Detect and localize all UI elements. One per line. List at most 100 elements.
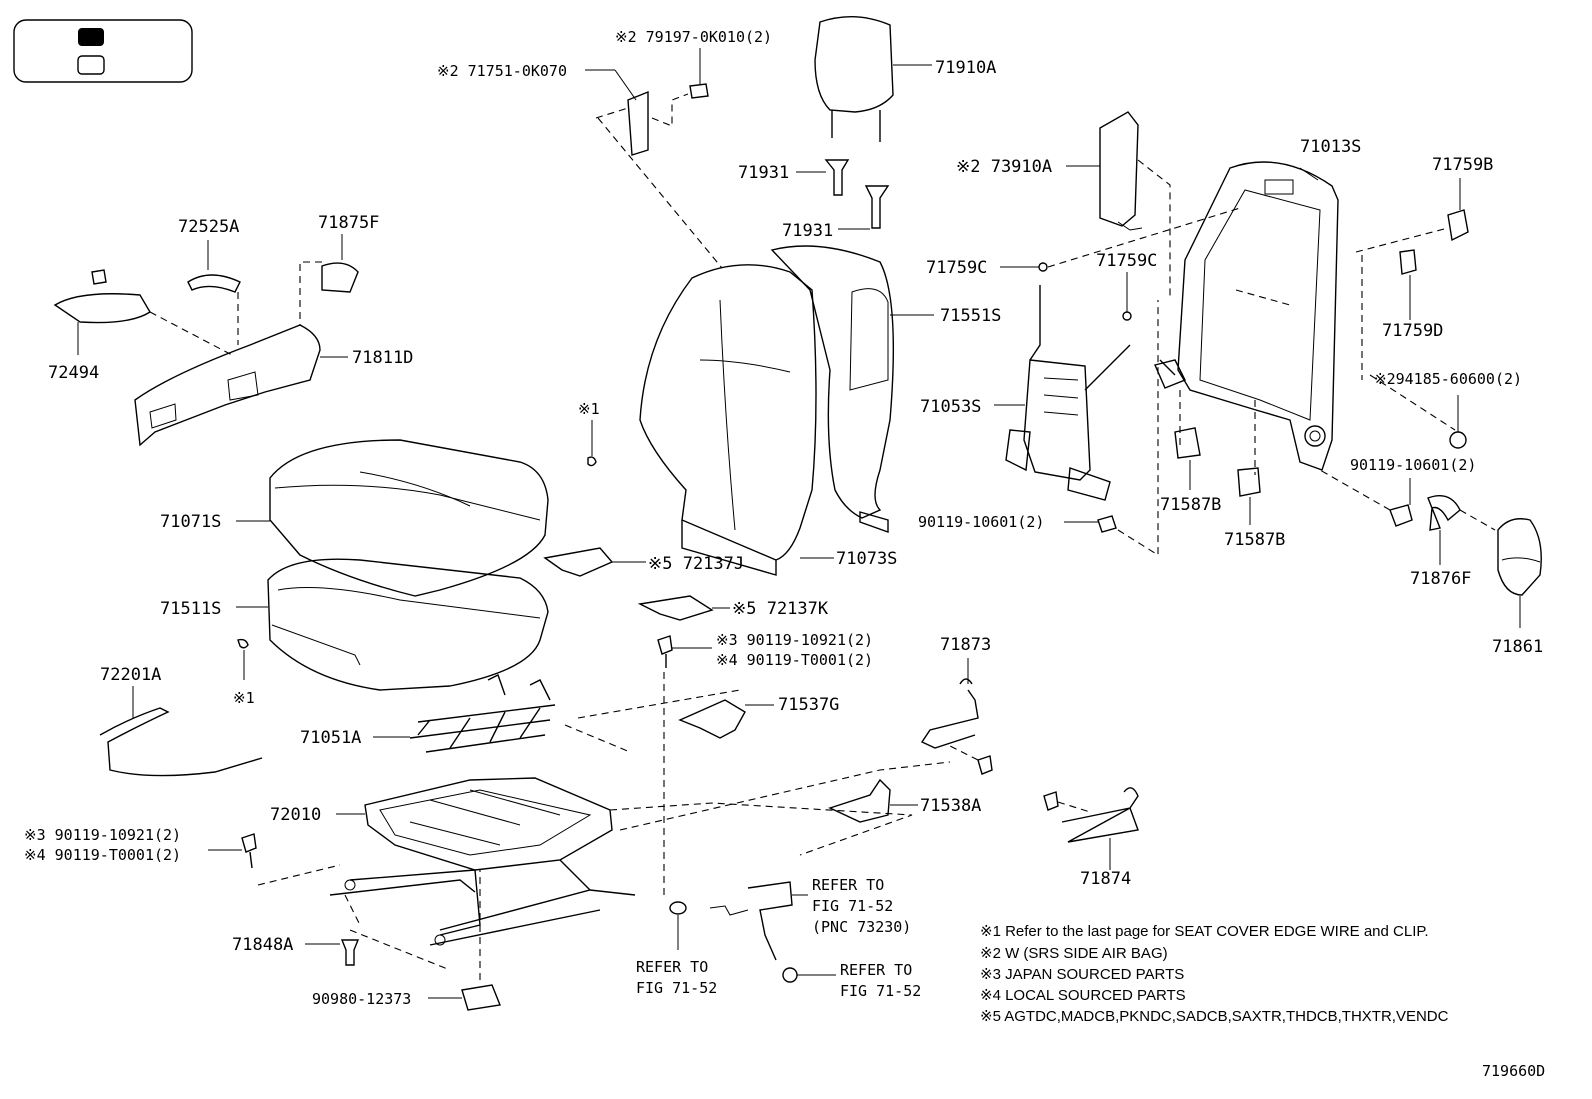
refer-washer-line1: REFER TO xyxy=(636,958,708,976)
bracket-71874 xyxy=(1043,787,1139,870)
label-71013S: 71013S xyxy=(1300,137,1361,157)
note-1: ※1 Refer to the last page for SEAT COVER… xyxy=(980,923,1429,940)
cover-71875F xyxy=(299,234,359,325)
bolt-90119-10601-left xyxy=(1064,300,1159,556)
label-90119-10921-center: ※3 90119-10921(2) xyxy=(716,631,873,649)
label-72201A: 72201A xyxy=(100,665,161,685)
clip-star1-upper xyxy=(587,420,597,467)
label-71874: 71874 xyxy=(1080,869,1131,889)
seatback-frame-71013S xyxy=(1154,161,1456,475)
clip-71759B xyxy=(1355,178,1469,380)
label-71876F: 71876F xyxy=(1410,569,1471,589)
label-71751: ※2 71751-0K070 xyxy=(437,62,567,80)
cushion-cover-71071S xyxy=(236,439,549,597)
label-71931-upper: 71931 xyxy=(738,163,789,183)
buckle-refer xyxy=(709,881,808,961)
refer-buckle-line2: FIG 71-52 xyxy=(812,897,893,915)
label-71759C-left: 71759C xyxy=(926,258,987,278)
label-72137K: ※5 72137K xyxy=(732,599,829,619)
lumbar-71053S xyxy=(994,285,1176,501)
legend-open-key xyxy=(77,55,105,75)
seatback-cover-71073S xyxy=(639,264,834,576)
side-shield-71811D xyxy=(134,324,348,447)
note-4: ※4 LOCAL SOURCED PARTS xyxy=(980,987,1186,1004)
label-72137J: ※5 72137J xyxy=(648,554,744,574)
label-90119-10601-left: 90119-10601(2) xyxy=(918,513,1044,531)
clip-71759D xyxy=(1399,249,1417,320)
label-71931-lower: 71931 xyxy=(782,221,833,241)
label-72525A: 72525A xyxy=(178,217,239,237)
bracket-71538A xyxy=(828,778,918,823)
label-71511S: 71511S xyxy=(160,599,221,619)
clip-71759C xyxy=(1000,207,1241,321)
label-90119-T0001-center: ※4 90119-T0001(2) xyxy=(716,651,873,669)
nut-94185 xyxy=(1449,395,1467,449)
bolt-90119-10921-center xyxy=(657,635,712,900)
label-72010: 72010 xyxy=(270,805,321,825)
label-71587B-left: 71587B xyxy=(1160,495,1221,515)
label-71873: 71873 xyxy=(940,635,991,655)
label-71053S: 71053S xyxy=(920,397,981,417)
bracket-71537G xyxy=(678,699,774,739)
washer-refer xyxy=(669,901,687,950)
refer-nut-line1: REFER TO xyxy=(840,961,912,979)
label-71759C-right: 71759C xyxy=(1096,251,1157,271)
bracket-72137K xyxy=(637,595,730,621)
footnotes: ※1 Refer to the last page for SEAT COVER… xyxy=(980,923,1449,1025)
label-71538A: 71538A xyxy=(920,796,981,816)
refer-nut-line2: FIG 71-52 xyxy=(840,982,921,1000)
bolt-90119-10601-right xyxy=(1319,469,1413,527)
label-71811D: 71811D xyxy=(352,348,413,368)
headrest-71910A xyxy=(814,15,932,142)
pin-71848A xyxy=(305,939,360,966)
note-2: ※2 W (SRS SIDE AIR BAG) xyxy=(980,945,1168,962)
adjuster-72010 xyxy=(257,761,951,971)
knob-72494 xyxy=(53,269,233,356)
note-3: ※3 JAPAN SOURCED PARTS xyxy=(980,966,1184,983)
label-90119-T0001-left: ※4 90119-T0001(2) xyxy=(24,846,181,864)
bracket-71751 xyxy=(585,48,723,269)
label-71861: 71861 xyxy=(1492,637,1543,657)
label-star1-upper: ※1 xyxy=(578,400,600,418)
airbag-73910A xyxy=(1066,111,1171,300)
seatback-pad-71551S xyxy=(770,245,934,533)
label-71071S: 71071S xyxy=(160,512,221,532)
label-90980: 90980-12373 xyxy=(312,990,411,1008)
figure-id: 719660D xyxy=(1482,1062,1545,1080)
label-71537G: 71537G xyxy=(778,695,839,715)
label-73910A: ※2 73910A xyxy=(956,157,1052,177)
label-72494: 72494 xyxy=(48,363,99,383)
label-90119-10601-right: 90119-10601(2) xyxy=(1350,456,1476,474)
connector-90980 xyxy=(428,870,501,1011)
label-71759B: 71759B xyxy=(1432,155,1493,175)
note-5: ※5 AGTDC,MADCB,PKNDC,SADCB,SAXTR,THDCB,T… xyxy=(980,1008,1449,1025)
headrest-guide-71931 xyxy=(796,159,890,230)
label-71551S: 71551S xyxy=(940,306,1001,326)
bracket-72137J xyxy=(543,547,646,577)
nut-refer xyxy=(782,967,836,983)
bracket-71873 xyxy=(920,658,993,775)
refer-buckle-line3: (PNC 73230) xyxy=(812,918,911,936)
label-71910A: 71910A xyxy=(935,58,996,78)
label-71073S: 71073S xyxy=(836,549,897,569)
legend-filled-key xyxy=(78,28,104,46)
cover-71876F xyxy=(1427,495,1496,565)
refer-washer-line2: FIG 71-52 xyxy=(636,979,717,997)
refer-buckle-line1: REFER TO xyxy=(812,876,884,894)
wire-72201A xyxy=(99,686,263,777)
label-71587B-right: 71587B xyxy=(1224,530,1285,550)
label-79197: ※2 79197-0K010(2) xyxy=(615,28,772,46)
label-71759D: 71759D xyxy=(1382,321,1443,341)
lever-72525A xyxy=(187,240,241,345)
legend-box xyxy=(13,19,193,83)
cover-71861 xyxy=(1497,518,1542,628)
cushion-pad-71511S xyxy=(236,558,549,691)
label-71848A: 71848A xyxy=(232,935,293,955)
label-71051A: 71051A xyxy=(300,728,361,748)
clip-star1-lower xyxy=(237,638,249,680)
bolt-90119-10921-left xyxy=(208,833,257,869)
label-90119-10921-left: ※3 90119-10921(2) xyxy=(24,826,181,844)
label-71875F: 71875F xyxy=(318,213,379,233)
label-star1-lower: ※1 xyxy=(233,689,255,707)
